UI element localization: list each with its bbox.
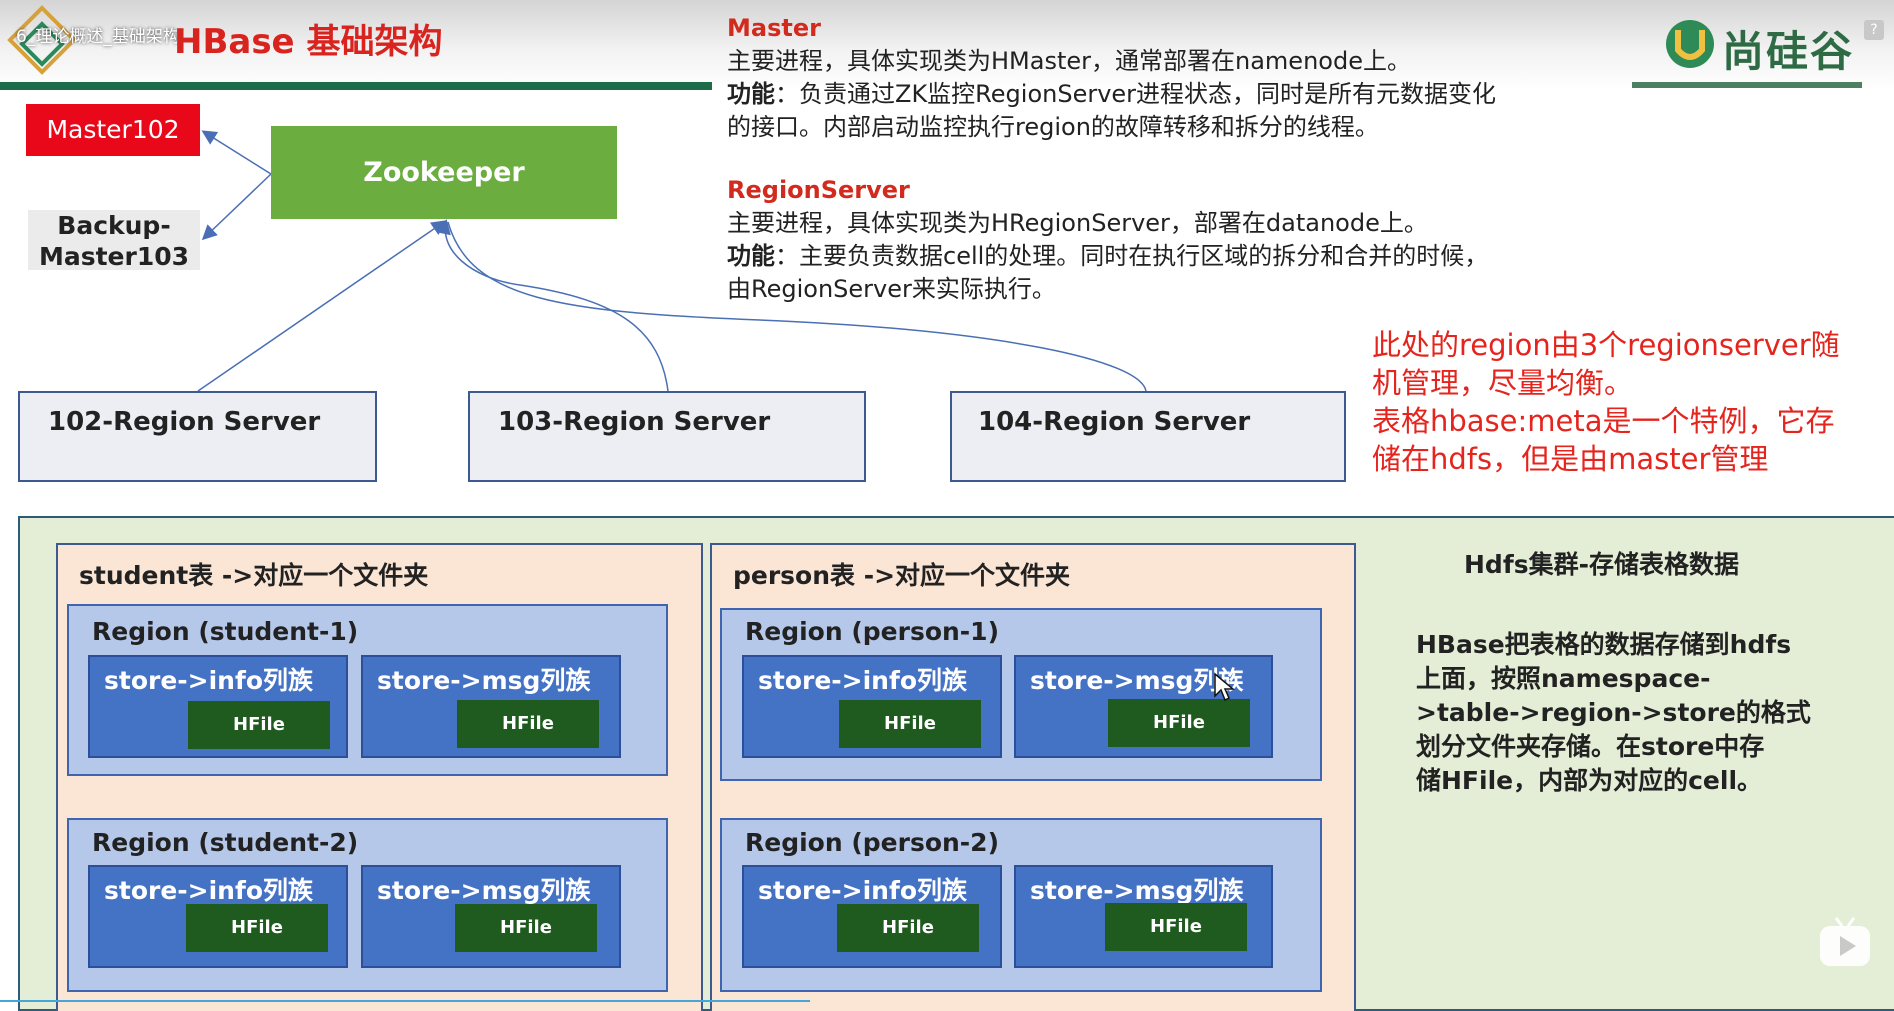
hfile: HFile [188, 701, 330, 749]
hfile: HFile [1108, 699, 1250, 747]
brand-logo: 尚硅谷 [1664, 12, 1874, 78]
slide-title: HBase 基础架构 [174, 22, 443, 62]
slide-header-band [0, 0, 1894, 90]
logo-emblem-icon [1666, 20, 1714, 68]
hfile: HFile [839, 700, 981, 748]
master-line2: 功能：负责通过ZK监控RegionServer进程状态，同时是所有元数据变化 [727, 80, 1497, 108]
region-server-104: 104-Region Server [950, 391, 1346, 482]
mouse-cursor-icon [1214, 672, 1235, 702]
hdfs-heading: Hdfs集群-存储表格数据 [1464, 550, 1739, 579]
connector-lines [197, 130, 1147, 392]
regionserver-line3: 由RegionServer来实际执行。 [727, 275, 1056, 303]
master-func-label: 功能 [727, 80, 775, 108]
backup-master-node: Backup- Master103 [28, 210, 200, 271]
diamond-decoration-icon [7, 5, 77, 75]
hfile: HFile [455, 904, 597, 952]
region-title: Region (student-1) [92, 617, 359, 646]
regionserver-info: RegionServer 主要进程，具体实现类为HRegionServer，部署… [727, 174, 1488, 306]
master-line1: 主要进程，具体实现类为HMaster，通常部署在namenode上。 [727, 47, 1411, 75]
student-table-title: student表 ->对应一个文件夹 [79, 561, 429, 590]
tv-play-icon[interactable] [1816, 914, 1874, 970]
region-note: 此处的region由3个regionserver随 机管理，尽量均衡。 表格hb… [1372, 328, 1840, 476]
person-table-title: person表 ->对应一个文件夹 [733, 561, 1071, 590]
master-info: Master 主要进程，具体实现类为HMaster，通常部署在namenode上… [727, 12, 1496, 144]
regionserver-heading: RegionServer [727, 176, 910, 204]
region-title: Region (person-2) [745, 828, 1000, 857]
hdfs-description: HBase把表格的数据存储到hdfs 上面，按照namespace- >tabl… [1416, 630, 1811, 795]
hfile: HFile [457, 700, 599, 748]
master102-node: Master102 [26, 104, 200, 156]
header-divider [0, 82, 712, 90]
hfile: HFile [186, 904, 328, 952]
hfile: HFile [837, 904, 979, 952]
region-title: Region (student-2) [92, 828, 359, 857]
region-server-103: 103-Region Server [468, 391, 866, 482]
regionserver-func-label: 功能 [727, 242, 775, 270]
master-heading: Master [727, 14, 821, 42]
logo-text: 尚硅谷 [1722, 27, 1855, 76]
zookeeper-node: Zookeeper [271, 126, 617, 219]
region-title: Region (person-1) [745, 617, 1000, 646]
regionserver-line2: 功能：主要负责数据cell的处理。同时在执行区域的拆分和合并的时候， [727, 242, 1489, 270]
hfile: HFile [1105, 903, 1247, 951]
region-server-102: 102-Region Server [18, 391, 377, 482]
logo-underline [1632, 82, 1862, 88]
help-button[interactable]: ? [1864, 20, 1884, 40]
video-title: 6_理论概述_基础架构 [16, 27, 180, 47]
video-progress-bar[interactable] [0, 1000, 810, 1002]
regionserver-line1: 主要进程，具体实现类为HRegionServer，部署在datanode上。 [727, 209, 1428, 237]
master-line3: 的接口。内部启动监控执行region的故障转移和拆分的线程。 [727, 113, 1379, 141]
